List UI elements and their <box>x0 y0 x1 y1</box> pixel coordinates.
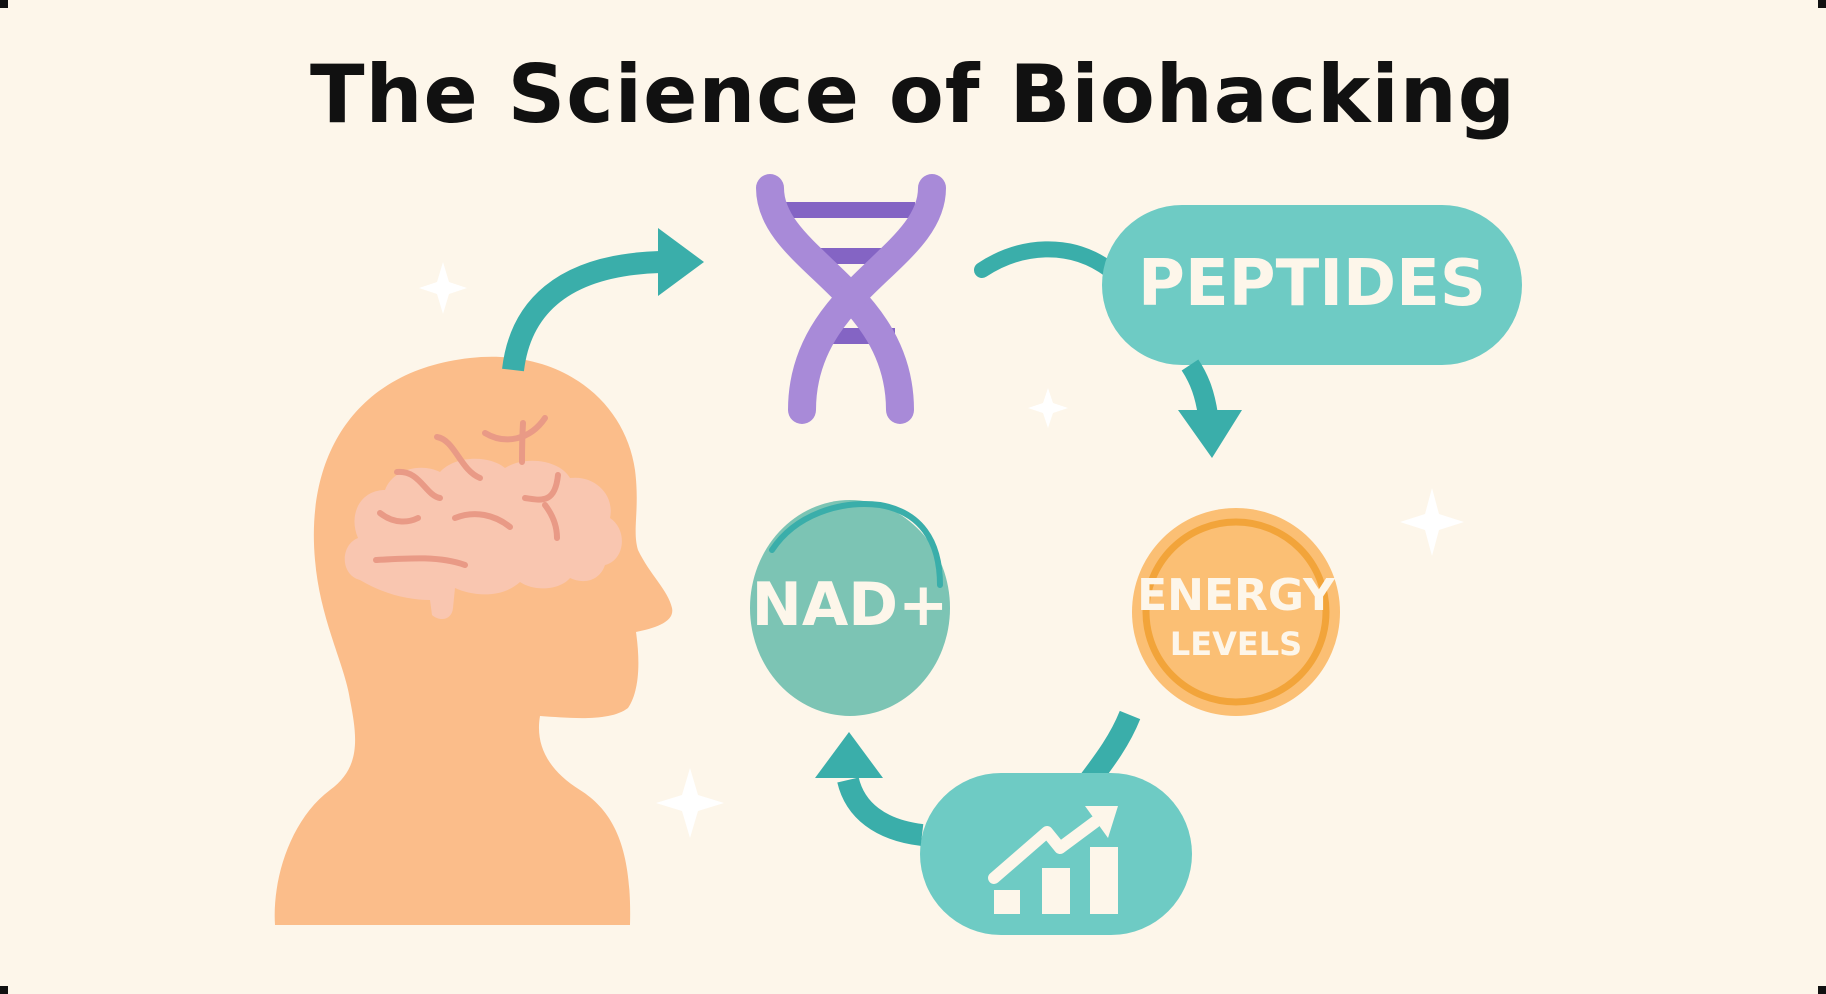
energy-levels-circle <box>1132 508 1340 716</box>
energy-label-line1: ENERGY <box>1137 570 1335 621</box>
corner-mark <box>0 986 8 994</box>
corner-mark <box>1818 0 1826 8</box>
arrow-dna-to-peptides <box>974 241 1118 278</box>
peptides-label: PEPTIDES <box>1138 247 1486 321</box>
growth-pill <box>920 773 1192 935</box>
dna-helix-icon <box>756 174 946 424</box>
arrow-energy-to-growth <box>1081 710 1141 787</box>
human-head-icon <box>274 356 673 925</box>
corner-mark <box>1818 986 1826 994</box>
corner-mark <box>0 0 8 8</box>
page-title: The Science of Biohacking <box>309 48 1516 141</box>
arrow-head-to-dna <box>502 228 704 372</box>
nad-plus-circle <box>750 500 950 716</box>
nad-plus-label: NAD+ <box>751 570 949 640</box>
sparkle-icons <box>419 262 1464 838</box>
brain-icon <box>344 415 622 620</box>
arrow-growth-to-nad <box>815 732 924 846</box>
growth-chart-icon <box>988 806 1118 914</box>
peptides-pill <box>1102 205 1522 365</box>
energy-label-line2: LEVELS <box>1169 625 1303 663</box>
arrow-peptides-to-energy <box>1178 359 1242 458</box>
